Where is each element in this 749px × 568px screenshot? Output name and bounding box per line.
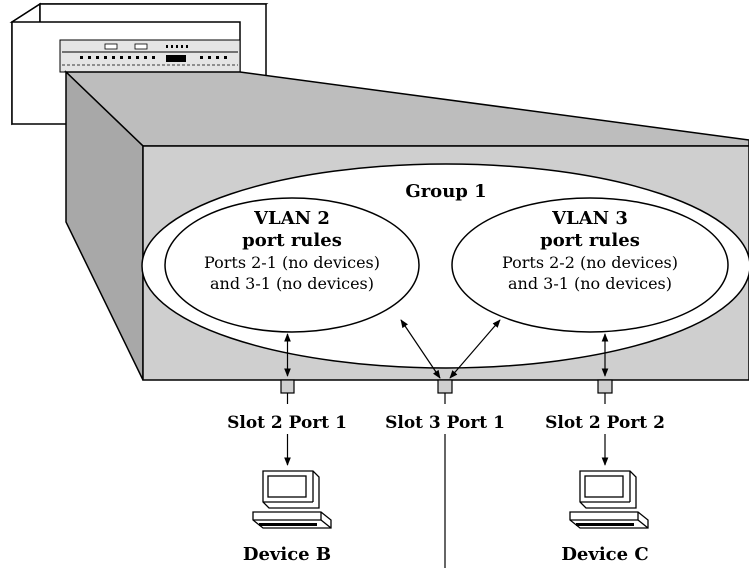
vlan-right-ellipse	[451, 197, 729, 333]
device-label-left: Device B	[243, 544, 331, 565]
vlan-right-subtitle: port rules	[540, 230, 640, 251]
vlan-right-title: VLAN 3	[551, 208, 628, 229]
port-label-middle: Slot 3 Port 1	[385, 413, 505, 433]
vlan-right-line1: Ports 2-2 (no devices)	[502, 253, 678, 272]
port-label-left: Slot 2 Port 1	[227, 413, 347, 433]
connection-arrows	[284, 319, 609, 568]
port-label-right: Slot 2 Port 2	[545, 413, 665, 433]
port-box-middle	[437, 379, 453, 394]
port-box-left	[280, 379, 295, 394]
vlan-left-subtitle: port rules	[242, 230, 342, 251]
device-label-right: Device C	[561, 544, 648, 565]
vlan-right-line2: and 3-1 (no devices)	[508, 274, 672, 293]
vlan-left-line1: Ports 2-1 (no devices)	[204, 253, 380, 272]
vlan-left-title: VLAN 2	[253, 208, 330, 229]
computer-icon	[252, 470, 332, 529]
vlan-left-ellipse	[164, 197, 420, 333]
port-box-right	[597, 379, 613, 394]
group-title: Group 1	[405, 181, 486, 202]
computer-icon	[569, 470, 649, 529]
vlan-left-line2: and 3-1 (no devices)	[210, 274, 374, 293]
